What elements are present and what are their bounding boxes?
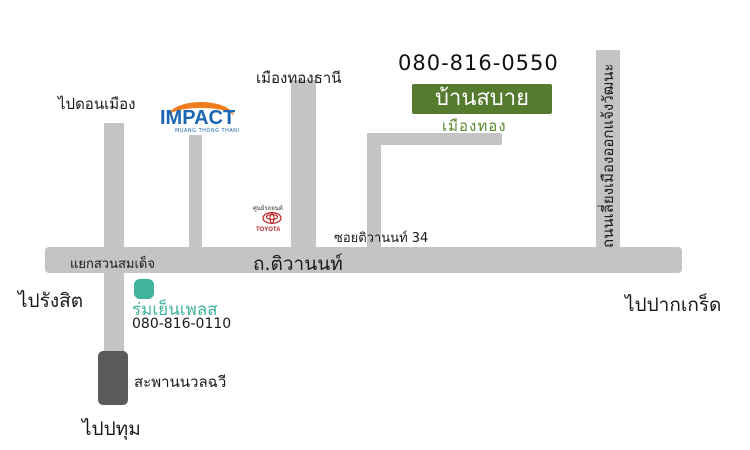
toyota-center-label: ศูนย์รถยนต์ xyxy=(253,205,283,212)
rom-yen-name: ร่มเย็นเพลส xyxy=(132,300,218,320)
label-muang-thong-thani: เมืองทองธานี xyxy=(256,69,342,87)
bridge-icon xyxy=(98,351,128,405)
road-soi-tiwanon-34-vertical xyxy=(367,133,381,247)
home-name-badge: บ้านสบาย xyxy=(412,84,552,114)
road-chaengwattana-bypass xyxy=(596,50,620,247)
toyota-logo-icon xyxy=(262,212,282,224)
main-phone: 080-816-0550 xyxy=(398,51,559,75)
road-muang-thong-thani xyxy=(291,80,316,247)
road-soi-tiwanon-34-horizontal xyxy=(367,133,502,145)
road-to-don-mueang xyxy=(104,123,124,355)
label-bridge: สะพานนวลฉวี xyxy=(134,373,227,391)
impact-arc-icon xyxy=(168,102,234,132)
main-road-tiwanon xyxy=(45,247,682,273)
toyota-logo-text: TOYOTA xyxy=(256,227,281,233)
road-impact xyxy=(189,135,202,247)
label-to-pathum: ไปปทุม xyxy=(82,418,141,440)
home-subtitle: เมืองทอง xyxy=(442,117,507,135)
label-to-pak-kret: ไปปากเกร็ด xyxy=(625,294,722,316)
rom-yen-phone: 080-816-0110 xyxy=(132,316,232,332)
rom-yen-marker-icon xyxy=(134,279,154,299)
label-to-don-mueang: ไปดอนเมือง xyxy=(58,95,136,113)
label-chaengwattana-bypass: ถนนเลี่ยงเมืองออกแจ้งวัฒนะ xyxy=(599,63,617,248)
label-soi-34: ซอยติวานนท์ 34 xyxy=(334,231,429,246)
label-main-road: ถ.ติวานนท์ xyxy=(253,253,343,275)
label-to-rangsit: ไปรังสิต xyxy=(18,290,84,312)
impact-logo: IMPACT xyxy=(160,107,236,129)
label-junction: แยกสวนสมเด็จ xyxy=(70,257,155,272)
impact-logo-sub: MUANG THONG THANI xyxy=(175,128,240,134)
